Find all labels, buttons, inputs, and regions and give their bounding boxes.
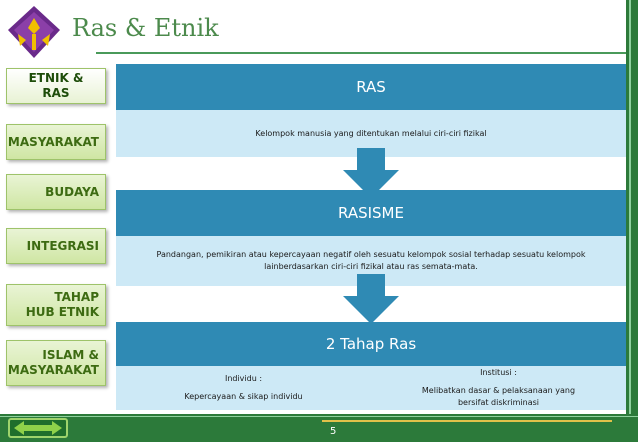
rasisme-description: Pandangan, pemikiran atau kepercayaan ne… [116, 236, 626, 286]
down-arrow-icon [343, 274, 399, 324]
institusi-title: Institusi : [480, 368, 517, 377]
tahap-ras-heading: 2 Tahap Ras [116, 322, 626, 366]
page-title: Ras & Etnik [72, 14, 219, 42]
uitm-logo-icon [8, 6, 60, 58]
nav-item-label-line1: TAHAP [54, 290, 99, 304]
institusi-column: Institusi : Melibatkan dasar & pelaksana… [371, 366, 626, 410]
institusi-description: Melibatkan dasar & pelaksanaan yang bers… [421, 386, 576, 407]
nav-item-budaya[interactable]: BUDAYA [6, 174, 106, 210]
individu-description: Kepercayaan & sikap individu [184, 392, 303, 401]
nav-item-label: MASYARAKAT [7, 134, 99, 149]
nav-item-label: INTEGRASI [26, 238, 99, 253]
nav-item-masyarakat[interactable]: MASYARAKAT [6, 124, 106, 160]
left-right-arrow-icon [14, 421, 62, 435]
individu-title: Individu : [224, 374, 263, 383]
nav-item-label: ETNIK & RAS [28, 71, 84, 100]
nav-item-label-line1: ISLAM & [42, 348, 99, 362]
nav-item-tahap-hub-etnik[interactable]: TAHAP HUB ETNIK [6, 284, 106, 326]
page-number-bar: 5 [322, 420, 612, 442]
sidebar-nav: ETNIK & RAS MASYARAKAT BUDAYA INTEGRASI … [0, 56, 116, 398]
process-diagram: RAS Kelompok manusia yang ditentukan mel… [116, 60, 626, 410]
tahap-ras-body: Individu : Kepercayaan & sikap individu … [116, 366, 626, 410]
title-underline [96, 52, 626, 54]
nav-item-islam-masyarakat[interactable]: ISLAM & MASYARAKAT [6, 340, 106, 386]
individu-column: Individu : Kepercayaan & sikap individu [116, 366, 371, 410]
ras-heading: RAS [116, 64, 626, 110]
nav-item-label: BUDAYA [45, 184, 99, 199]
nav-item-integrasi[interactable]: INTEGRASI [6, 228, 106, 264]
page-number: 5 [330, 426, 337, 437]
nav-item-label-line2: HUB ETNIK [25, 305, 99, 319]
right-border [626, 0, 638, 442]
nav-item-label-line2: MASYARAKAT [7, 363, 99, 377]
slide-navigation-arrows[interactable] [8, 418, 68, 438]
rasisme-heading: RASISME [116, 190, 626, 236]
nav-item-etnik-ras[interactable]: ETNIK & RAS [6, 68, 106, 104]
down-arrow-icon [343, 148, 399, 198]
